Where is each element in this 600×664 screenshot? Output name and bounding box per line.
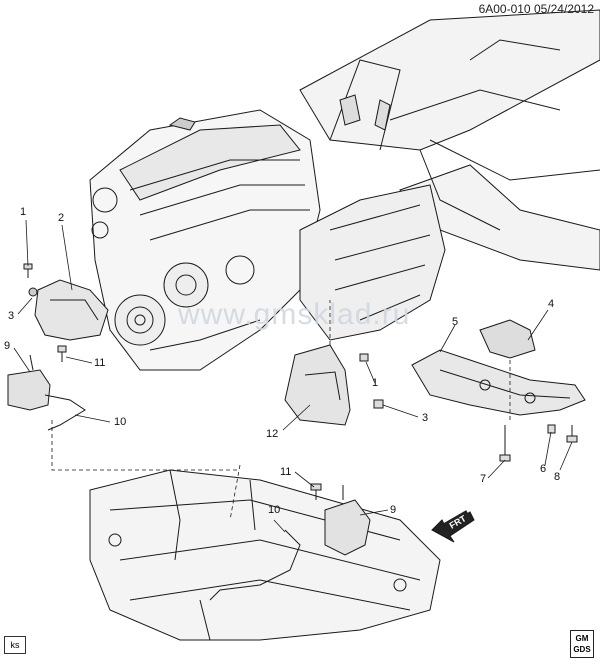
callout-5: 5 [452,316,459,328]
callout-10-lower: 10 [268,504,281,516]
callout-11-lower: 11 [280,466,292,478]
leader-lines [13,219,573,533]
callout-10: 10 [114,416,127,428]
bolt-7 [499,425,511,462]
diagram-reference: 6A00-010 05/24/2012 [478,2,594,16]
callout-3-right: 3 [422,412,429,424]
bolt-right-1 [359,353,369,362]
bolt-left-11 [57,345,67,362]
transmission [299,184,446,341]
callout-1: 1 [20,206,27,218]
nut-right-3 [373,399,384,409]
bolt-left-1 [23,263,33,278]
engine-mount-bracket-right [284,344,351,426]
callout-2: 2 [58,212,65,224]
engine-mount-lower [324,485,371,556]
engine-mount-bracket-left [28,279,109,341]
engine-mount-left [7,354,86,431]
corner-badge: ks [4,636,26,654]
transmission-mount [479,319,536,359]
front-subframe [89,469,441,641]
callout-12: 12 [266,428,279,440]
callout-4: 4 [548,298,555,310]
washer-6 [547,424,556,434]
callout-1-right: 1 [372,377,379,389]
callout-9-lower: 9 [390,504,397,516]
gm-logo-bottom: GDS [573,645,591,654]
callout-8: 8 [554,471,561,483]
watermark: www.gmsklad.ru [178,298,411,331]
transmission-support [411,349,586,416]
engine-block [89,109,321,371]
vacuum-hose-lower [209,529,301,601]
body-frame-rear [299,9,600,271]
callout-3: 3 [8,310,15,322]
callout-9: 9 [4,340,11,352]
callout-6: 6 [540,463,547,475]
gm-logo-top: GM [575,634,589,643]
gm-logo: GM GDS [570,630,594,658]
bolt-lower-11 [310,483,322,500]
callout-7: 7 [480,473,487,485]
callout-11: 11 [94,357,106,369]
bolt-8 [566,425,578,443]
